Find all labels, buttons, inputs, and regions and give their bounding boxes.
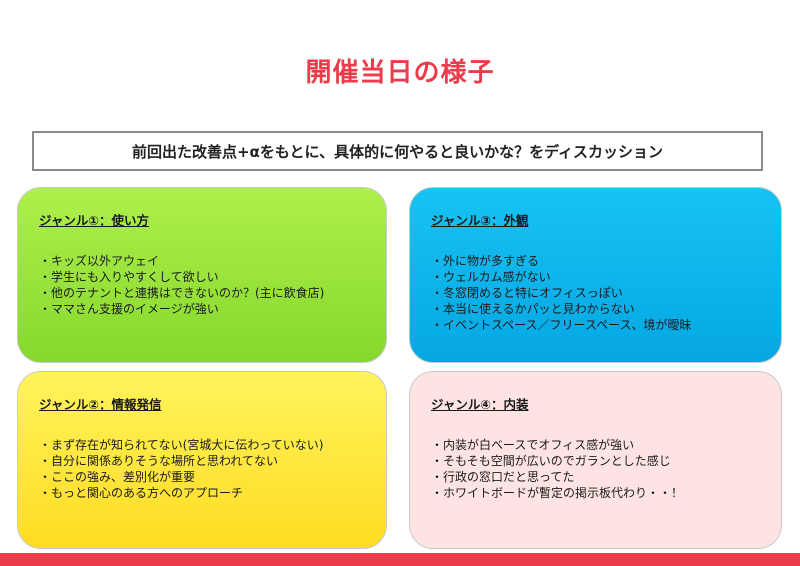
list-item: ・もっと関心のある方へのアプローチ — [39, 486, 244, 500]
card-list: ・外に物が多すぎる ・ウェルカム感がない ・冬窓閉めると特にオフィスっぽい ・本… — [431, 253, 761, 333]
list-item: ・ここの強み、差別化が重要 — [39, 470, 196, 484]
list-item: ・行政の窓口だと思ってた — [431, 470, 575, 484]
genre-card-interior: ジャンル④：内装 ・内装が白ベースでオフィス感が強い ・そもそも空間が広いのでガ… — [409, 371, 782, 549]
list-item: ・冬窓閉めると特にオフィスっぽい — [431, 286, 623, 300]
card-list: ・キッズ以外アウェイ ・学生にも入りやすくして欲しい ・他のテナントと連携はでき… — [39, 253, 366, 317]
list-item: ・内装が白ベースでオフィス感が強い — [431, 438, 635, 452]
list-item: ・他のテナントと連携はできないのか？(主に飲食店) — [39, 286, 325, 300]
card-heading: ジャンル①：使い方 — [39, 213, 149, 228]
card-heading: ジャンル④：内装 — [431, 397, 529, 412]
card-list: ・内装が白ベースでオフィス感が強い ・そもそも空間が広いのでガランとした感じ ・… — [431, 437, 761, 501]
list-item: ・ママさん支援のイメージが強い — [39, 302, 219, 316]
card-list: ・まず存在が知られてない(宮城大に伝わっていない) ・自分に関係ありそうな場所と… — [39, 437, 366, 501]
card-heading: ジャンル②：情報発信 — [39, 397, 162, 412]
list-item: ・自分に関係ありそうな場所と思われてない — [39, 454, 279, 468]
bottom-accent-bar — [0, 553, 800, 566]
list-item: ・外に物が多すぎる — [431, 254, 540, 268]
genre-card-usage: ジャンル①：使い方 ・キッズ以外アウェイ ・学生にも入りやすくして欲しい ・他の… — [17, 187, 387, 363]
list-item: ・まず存在が知られてない(宮城大に伝わっていない) — [39, 438, 324, 452]
list-item: ・ホワイトボードが暫定の掲示板代わり・・！ — [431, 486, 684, 500]
subtitle-text: 前回出た改善点+αをもとに、具体的に何やると良いかな？をディスカッション — [131, 142, 664, 161]
genre-card-exterior: ジャンル③：外観 ・外に物が多すぎる ・ウェルカム感がない ・冬窓閉めると特にオ… — [409, 187, 782, 363]
list-item: ・ウェルカム感がない — [431, 270, 551, 284]
genre-card-outreach: ジャンル②：情報発信 ・まず存在が知られてない(宮城大に伝わっていない) ・自分… — [17, 371, 387, 549]
list-item: ・そもそも空間が広いのでガランとした感じ — [431, 454, 671, 468]
list-item: ・イベントスペース／フリースペース、境が曖昧 — [431, 318, 692, 332]
list-item: ・学生にも入りやすくして欲しい — [39, 270, 219, 284]
subtitle-box: 前回出た改善点+αをもとに、具体的に何やると良いかな？をディスカッション — [32, 131, 763, 171]
list-item: ・本当に使えるかパッと見わからない — [431, 302, 635, 316]
card-heading: ジャンル③：外観 — [431, 213, 529, 228]
list-item: ・キッズ以外アウェイ — [39, 254, 160, 268]
page-title: 開催当日の様子 — [305, 58, 495, 88]
